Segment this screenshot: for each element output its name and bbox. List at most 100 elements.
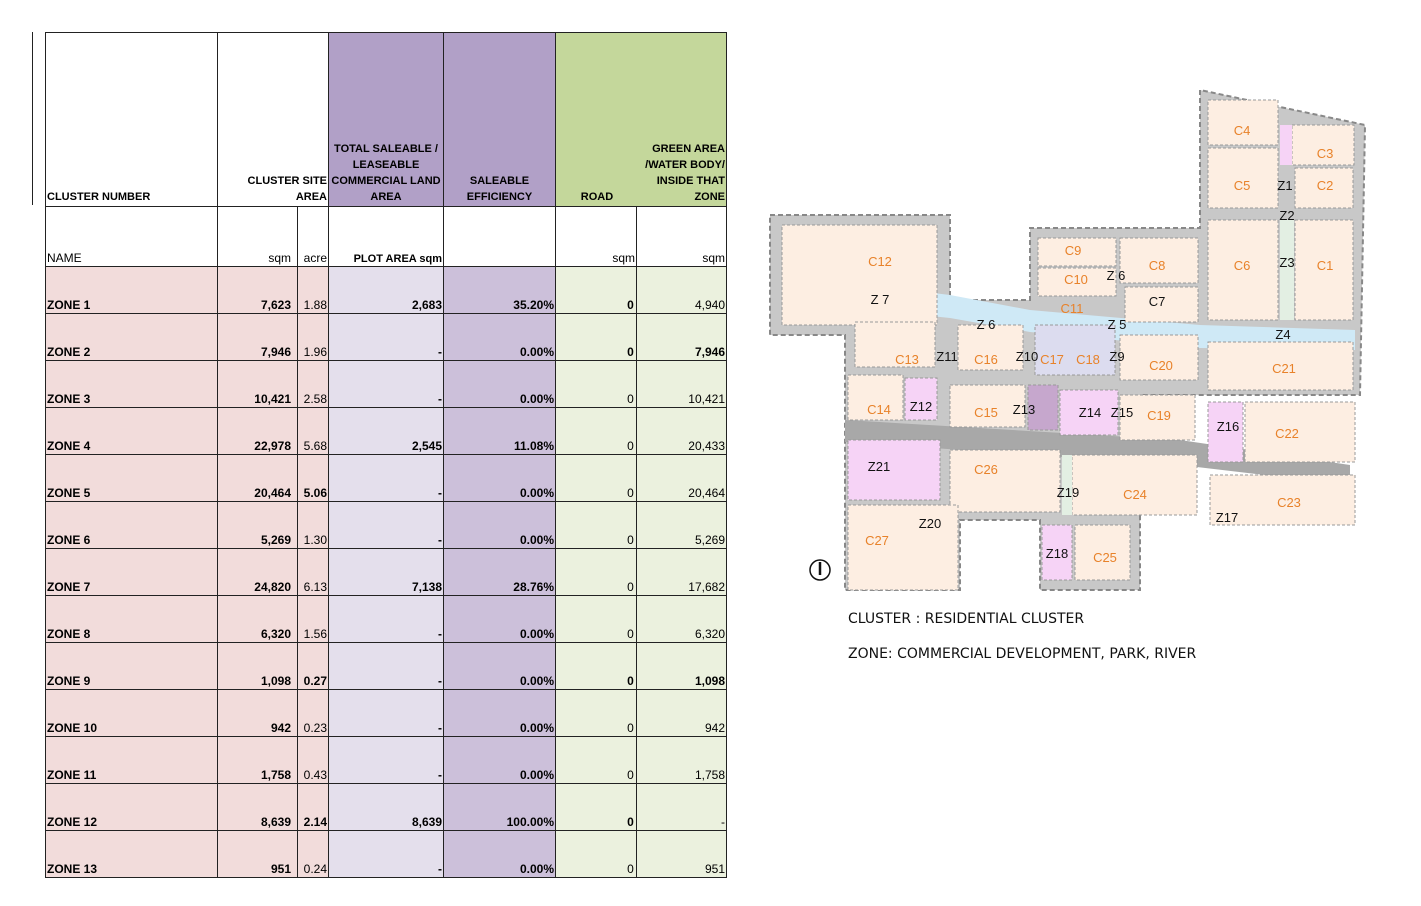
label-z5: Z 5 [1108, 317, 1127, 332]
block-z12 [904, 377, 938, 421]
label-c6: C6 [1234, 258, 1251, 273]
zone-name: ZONE 2 [45, 313, 218, 361]
site-area-acre: 1.96 [297, 313, 329, 361]
green-area: 10,421 [636, 360, 727, 408]
subheader-plot: PLOT AREA sqm [328, 206, 444, 267]
label-z13: Z13 [1013, 402, 1035, 417]
road-area: 0 [555, 454, 637, 502]
site-area-acre: 5.68 [297, 407, 329, 455]
site-area-sqm: 22,978 [217, 407, 298, 455]
block-c9 [1037, 237, 1117, 267]
plot-area: - [328, 360, 444, 408]
plot-area: - [328, 830, 444, 878]
zone-name: ZONE 11 [45, 736, 218, 784]
label-c21: C21 [1272, 361, 1296, 376]
site-area-sqm: 5,269 [217, 501, 298, 549]
label-c16: C16 [974, 352, 998, 367]
saleable-efficiency: 0.00% [443, 454, 556, 502]
block-z16 [1207, 401, 1244, 463]
header-saleable-area: TOTAL SALEABLE / LEASEABLE COMMERCIAL LA… [328, 32, 444, 207]
header-green: GREEN AREA /WATER BODY/ INSIDE THAT ZONE [645, 143, 725, 203]
label-c22: C22 [1275, 426, 1299, 441]
green-area: 4,940 [636, 266, 727, 314]
site-area-acre: 0.27 [297, 642, 329, 690]
label-z21: Z21 [868, 459, 890, 474]
label-c13: C13 [895, 352, 919, 367]
label-c18: C18 [1076, 352, 1100, 367]
zone-name: ZONE 10 [45, 689, 218, 737]
label-c17: C17 [1040, 352, 1064, 367]
road-area: 0 [555, 830, 637, 878]
plot-area: - [328, 595, 444, 643]
block-c13 [854, 321, 936, 368]
subheader-green: sqm [636, 206, 727, 267]
label-z18: Z18 [1046, 546, 1068, 561]
header-efficiency: SALEABLE EFFICIENCY [443, 32, 556, 207]
label-c26: C26 [974, 462, 998, 477]
plot-area: 2,545 [328, 407, 444, 455]
site-area-sqm: 7,946 [217, 313, 298, 361]
label-c20: C20 [1149, 358, 1173, 373]
zone-name: ZONE 1 [45, 266, 218, 314]
plot-area: - [328, 313, 444, 361]
block-c27 [847, 504, 959, 591]
block-z13 [1027, 384, 1059, 431]
zone-name: ZONE 13 [45, 830, 218, 878]
block-z10-z9 [1034, 324, 1116, 376]
green-area: 7,946 [636, 313, 727, 361]
road-area: 0 [555, 595, 637, 643]
label-c2: C2 [1317, 178, 1334, 193]
site-area-acre: 1.30 [297, 501, 329, 549]
block-z18 [1041, 524, 1073, 581]
green-area: 951 [636, 830, 727, 878]
label-z14: Z14 [1079, 405, 1101, 420]
zone-name: ZONE 5 [45, 454, 218, 502]
block-z21 [847, 439, 941, 501]
road-area: 0 [555, 407, 637, 455]
block-c8 [1119, 237, 1199, 284]
site-area-acre: 1.88 [297, 266, 329, 314]
label-z16: Z16 [1217, 419, 1239, 434]
zone-name: ZONE 4 [45, 407, 218, 455]
subheader-acre: acre [297, 206, 329, 267]
green-area: 1,758 [636, 736, 727, 784]
river-band [825, 280, 1355, 350]
green-area: 20,433 [636, 407, 727, 455]
label-c5: C5 [1234, 178, 1251, 193]
label-c27: C27 [865, 533, 889, 548]
label-z20: Z20 [919, 516, 941, 531]
site-area-sqm: 1,098 [217, 642, 298, 690]
subheader-road: sqm [555, 206, 637, 267]
plot-area: - [328, 642, 444, 690]
label-z6b: Z 6 [1107, 268, 1126, 283]
site-area-sqm: 951 [217, 830, 298, 878]
header-cluster-number: CLUSTER NUMBER [45, 32, 218, 207]
legend-zone: ZONE: COMMERCIAL DEVELOPMENT, PARK, RIVE… [848, 646, 1197, 662]
site-area-acre: 2.58 [297, 360, 329, 408]
legend-cluster: CLUSTER : RESIDENTIAL CLUSTER [848, 611, 1085, 627]
label-c23: C23 [1277, 495, 1301, 510]
road-area: 0 [555, 360, 637, 408]
plot-area: - [328, 689, 444, 737]
block-c12 [781, 224, 938, 326]
main-road [845, 420, 1350, 485]
saleable-efficiency: 0.00% [443, 595, 556, 643]
zone-name: ZONE 8 [45, 595, 218, 643]
site-area-sqm: 10,421 [217, 360, 298, 408]
subheader-name: NAME [45, 206, 218, 267]
saleable-efficiency: 0.00% [443, 501, 556, 549]
zone-name: ZONE 3 [45, 360, 218, 408]
label-c7: C7 [1149, 294, 1166, 309]
block-c21 [1207, 341, 1354, 391]
site-area-acre: 2.14 [297, 783, 329, 831]
label-c14: C14 [867, 402, 891, 417]
label-z12: Z12 [910, 399, 932, 414]
plot-area: 8,639 [328, 783, 444, 831]
